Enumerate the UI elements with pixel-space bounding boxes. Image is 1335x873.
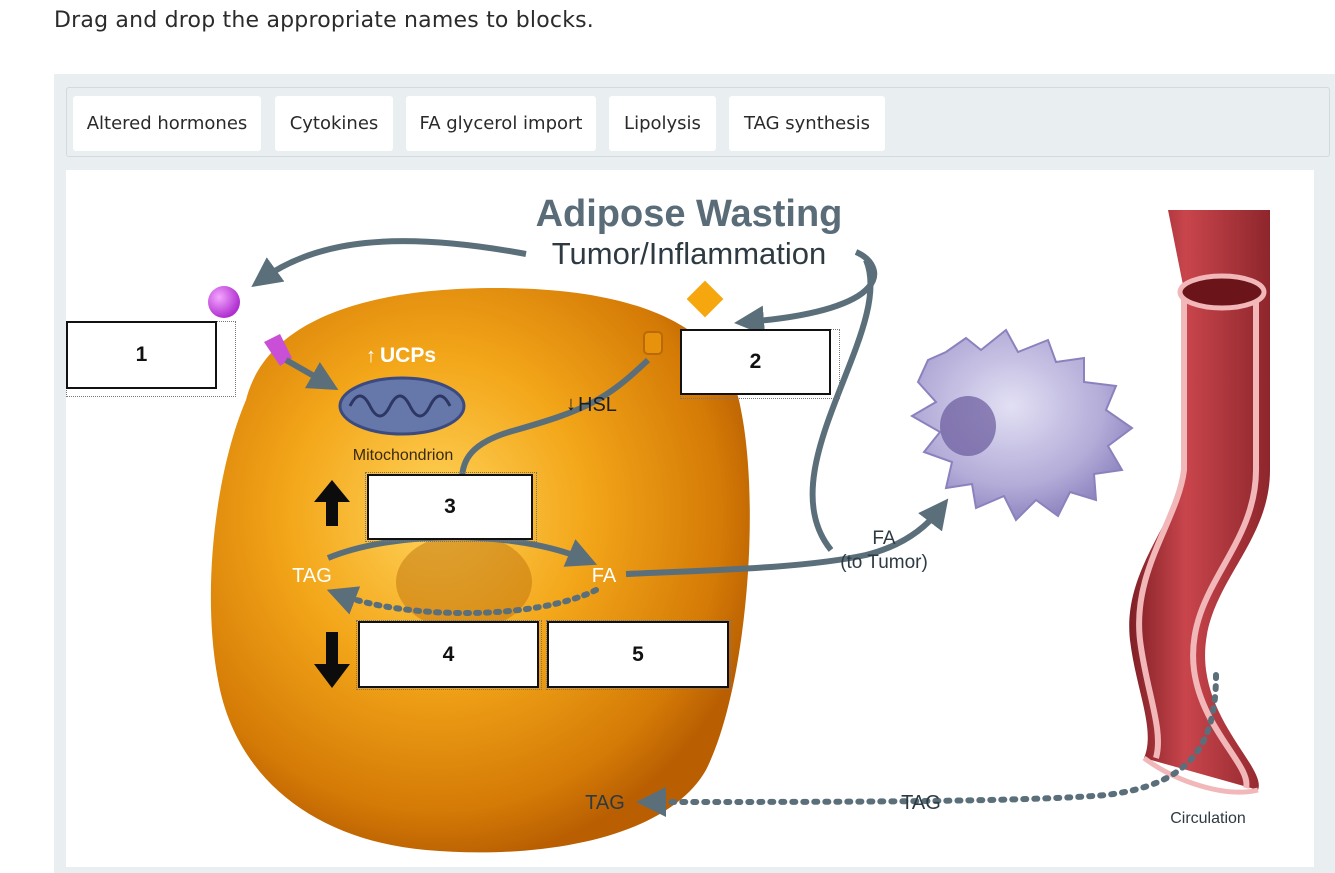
tumor-nucleus: [940, 396, 996, 456]
chip-altered-hormones[interactable]: Altered hormones: [73, 96, 261, 151]
to-tumor-label: (to Tumor): [840, 552, 928, 573]
cytokine-diamond: [686, 280, 724, 318]
arrow-circulation-to-tag: [636, 672, 1219, 817]
mitochondrion-icon: [338, 376, 466, 436]
mitochondrion-label: Mitochondrion: [353, 447, 454, 464]
hsl-arrow: ↓: [566, 393, 576, 415]
circulation-label: Circulation: [1170, 810, 1246, 827]
drop-zone-5-outline: [546, 620, 732, 690]
chip-cytokines[interactable]: Cytokines: [275, 96, 393, 151]
up-arrow-icon: [314, 480, 350, 526]
arrow-fa-to-tumor: [625, 498, 949, 577]
drop-zone-3-outline: [365, 472, 537, 542]
hsl-label: HSL: [578, 394, 617, 416]
drop-zone-5[interactable]: 5: [547, 621, 729, 688]
tumor-cell: [910, 328, 1134, 522]
tag-label-bottom: TAG: [585, 792, 625, 814]
drop-zone-3[interactable]: 3: [367, 474, 533, 540]
arrow-fa-to-tag: [326, 586, 599, 617]
fa-tumor-label: FA: [872, 528, 896, 549]
fa-label-mid: FA: [592, 565, 617, 587]
receptor-icon: [264, 334, 292, 366]
answer-bank: Altered hormones Cytokines FA glycerol i…: [66, 87, 1330, 157]
down-arrow-icon: [314, 632, 350, 688]
drop-zone-1[interactable]: 1: [66, 321, 217, 389]
hormone-ball: [208, 286, 240, 318]
drop-zone-4-outline: [356, 620, 542, 690]
diagram-title: Adipose Wasting: [536, 193, 843, 235]
tag-label-circulation: TAG: [901, 792, 941, 814]
ucps-label: UCPs: [380, 344, 436, 367]
drop-zone-2[interactable]: 2: [680, 329, 831, 395]
drag-drop-panel: Altered hormones Cytokines FA glycerol i…: [54, 74, 1335, 873]
cytokine-receptor: [643, 331, 663, 355]
diagram-stage: Adipose Wasting Tumor/Inflammation ↑ UCP…: [66, 170, 1314, 867]
arrow-tumor-loop: [809, 258, 874, 552]
arrow-hsl: [459, 357, 651, 481]
blood-vessel: [1129, 210, 1270, 795]
chip-lipolysis[interactable]: Lipolysis: [609, 96, 716, 151]
instruction-text: Drag and drop the appropriate names to b…: [54, 8, 594, 33]
adipose-wasting-diagram: Adipose Wasting Tumor/Inflammation ↑ UCP…: [208, 193, 1270, 853]
vessel-opening: [1177, 273, 1267, 311]
ucps-arrow: ↑: [366, 345, 376, 367]
tag-label-left: TAG: [292, 565, 332, 587]
fat-cell: [210, 288, 750, 853]
diagram-subtitle: Tumor/Inflammation: [552, 236, 827, 271]
drop-zone-4[interactable]: 4: [358, 621, 539, 688]
chip-tag-synthesis[interactable]: TAG synthesis: [729, 96, 885, 151]
arrow-to-hormone: [251, 238, 527, 288]
fat-cell-nucleus: [396, 534, 532, 630]
chip-fa-glycerol-import[interactable]: FA glycerol import: [406, 96, 596, 151]
